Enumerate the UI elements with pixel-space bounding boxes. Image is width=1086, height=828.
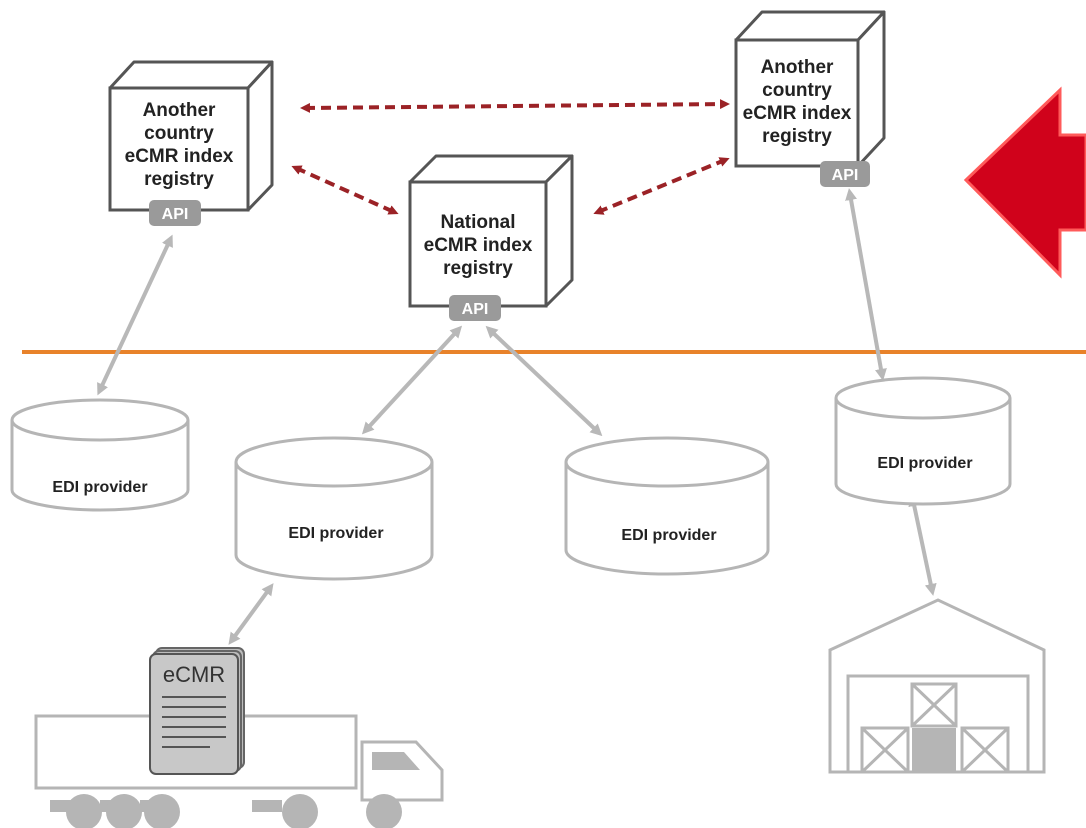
edi-provider-4: EDI provider [834, 376, 1012, 506]
edi-provider-1-label: EDI provider [52, 479, 147, 496]
link-right-api-provider [845, 188, 887, 381]
api-label-national: API [462, 301, 489, 318]
api-label-right: API [832, 167, 859, 184]
edi-provider-1: EDI provider [10, 398, 190, 512]
registry-right-line-4: registry [762, 126, 832, 147]
ecmr-document-label: eCMR [163, 662, 225, 687]
warehouse-crate-left [860, 726, 910, 774]
edi-provider-2: EDI provider [234, 436, 434, 581]
registry-national-line-3: registry [443, 258, 513, 279]
registry-national-line-1: National [441, 212, 516, 233]
registry-link-left-right [300, 99, 730, 113]
link-center-api-provider-right [485, 325, 603, 437]
registry-link-left-center [291, 165, 399, 215]
registry-left-line-1: Another [143, 100, 216, 121]
api-label-left: API [162, 206, 189, 223]
link-left-api-provider [97, 234, 173, 396]
ecmr-document-icon: eCMR [149, 647, 245, 775]
registry-link-center-right [593, 157, 730, 215]
edi-provider-4-label: EDI provider [877, 455, 972, 472]
big-red-arrow-icon [963, 86, 1086, 279]
link-provider-truck [228, 583, 274, 645]
api-badge-left: API [149, 200, 201, 226]
registry-left-line-2: country [144, 123, 214, 144]
edi-provider-3-label: EDI provider [621, 527, 716, 544]
api-badge-national: API [449, 295, 501, 321]
link-center-api-provider-left [361, 325, 463, 435]
registry-cube-right: Another country eCMR index registry API [734, 10, 886, 187]
warehouse-icon [828, 598, 1046, 774]
registry-right-line-2: country [762, 80, 832, 101]
api-badge-right: API [820, 161, 870, 187]
link-provider-warehouse [908, 494, 937, 596]
registry-cube-left: Another country eCMR index registry API [108, 60, 274, 226]
registry-left-line-4: registry [144, 169, 214, 190]
edi-provider-3: EDI provider [564, 436, 770, 576]
registry-national-line-2: eCMR index [424, 235, 533, 256]
warehouse-crate-top [910, 682, 958, 728]
edi-provider-2-label: EDI provider [288, 525, 383, 542]
warehouse-crate-right [960, 726, 1010, 774]
registry-left-line-3: eCMR index [125, 146, 234, 167]
warehouse-crate-middle [912, 728, 956, 772]
registry-cube-national: National eCMR index registry API [408, 154, 574, 321]
registry-right-line-1: Another [761, 57, 834, 78]
registry-right-line-3: eCMR index [743, 103, 852, 124]
